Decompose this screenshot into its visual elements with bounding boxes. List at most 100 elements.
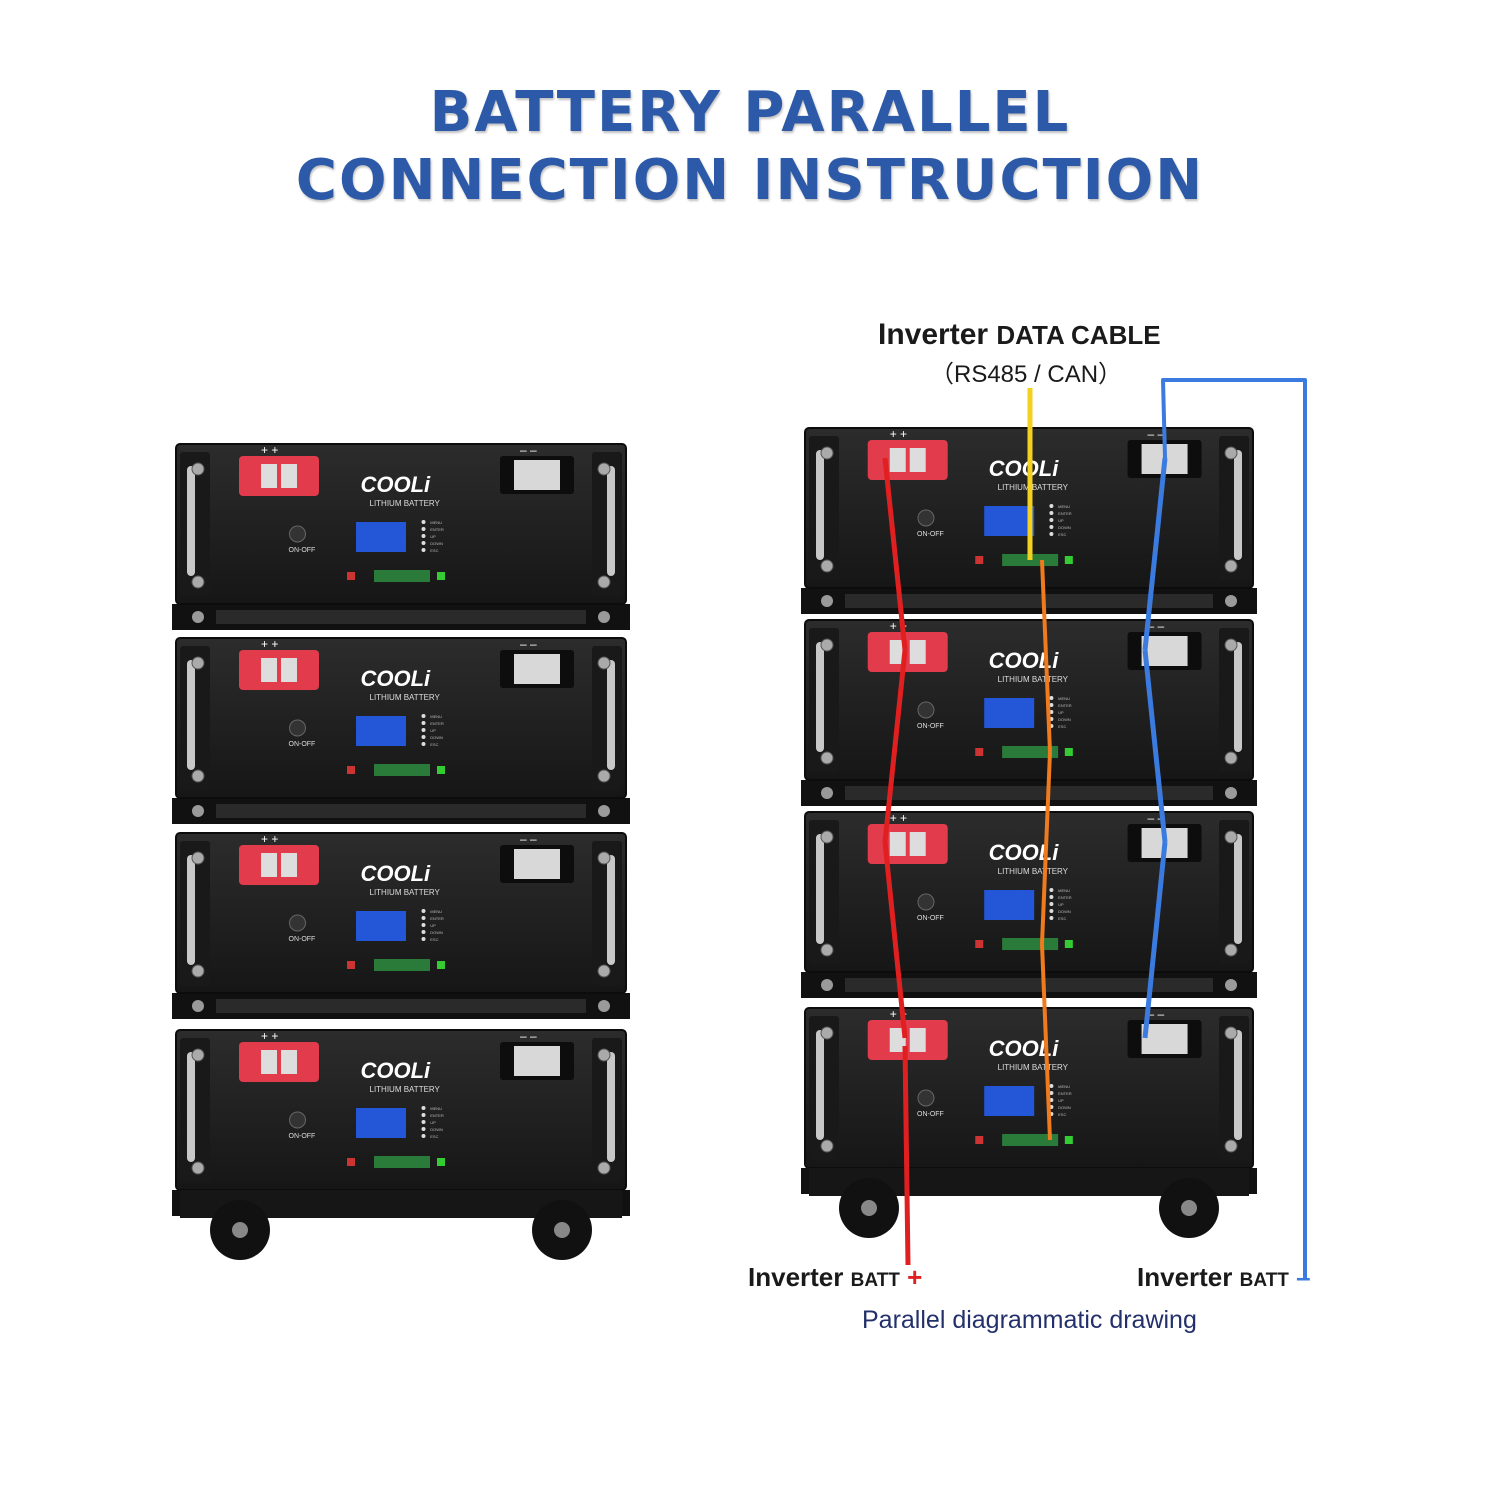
indicator-label: DOWN xyxy=(430,735,443,740)
indicator-led xyxy=(1049,902,1054,906)
positive-mark: + + xyxy=(261,1029,278,1043)
negative-mark: – – xyxy=(520,637,537,651)
comm-ports xyxy=(1002,938,1059,950)
screw xyxy=(1224,943,1238,957)
indicator-led xyxy=(1049,518,1054,522)
indicator-label: DOWN xyxy=(1058,1105,1071,1110)
brand-subtitle: LITHIUM BATTERY xyxy=(370,1085,441,1094)
switch-label: ON-OFF xyxy=(917,531,944,538)
handle-right xyxy=(607,660,615,770)
terminal-bolt xyxy=(281,1050,297,1074)
comm-ports xyxy=(374,570,430,582)
cables xyxy=(882,378,1307,1280)
rack-screw xyxy=(1225,787,1237,799)
screw xyxy=(1224,638,1238,652)
terminal-bolt xyxy=(281,658,297,682)
rack-screw xyxy=(598,611,610,623)
negative-terminal xyxy=(1141,636,1188,666)
rack-screw xyxy=(192,1000,204,1012)
indicator-led xyxy=(1049,909,1054,913)
screw xyxy=(597,462,611,476)
indicator-label: MENU xyxy=(1058,696,1070,701)
power-switch xyxy=(289,914,306,932)
dip-switch xyxy=(975,1136,984,1144)
brand-subtitle: LITHIUM BATTERY xyxy=(998,483,1069,492)
handle-right xyxy=(1234,642,1242,752)
brand-subtitle: LITHIUM BATTERY xyxy=(998,1063,1069,1072)
terminal-bolt xyxy=(889,448,906,472)
indicator-led xyxy=(1049,710,1054,714)
indicator-label: UP xyxy=(430,728,436,733)
negative-inverter-cable xyxy=(1161,378,1307,1280)
screw xyxy=(820,559,834,573)
data-cable-text: DATA CABLE xyxy=(996,320,1161,350)
screw xyxy=(191,656,205,670)
rack-screw xyxy=(598,805,610,817)
switch-label: ON-OFF xyxy=(917,723,944,730)
lcd-screen xyxy=(984,506,1035,536)
indicator-label: ESC xyxy=(430,742,438,747)
dip-switch xyxy=(347,961,355,969)
screw xyxy=(191,1161,205,1175)
indicator-led xyxy=(421,534,426,538)
indicator-led xyxy=(1049,511,1054,515)
indicator-led xyxy=(1049,703,1054,707)
indicator-label: ENTER xyxy=(430,1113,444,1118)
indicator-led xyxy=(421,714,426,718)
brand-logo: COOLi xyxy=(361,666,432,691)
diagram-caption: Parallel diagrammatic drawing xyxy=(862,1306,1197,1334)
indicator-label: UP xyxy=(430,923,436,928)
handle-left xyxy=(187,1052,195,1162)
terminal-bolt xyxy=(909,448,926,472)
handle-left xyxy=(816,834,824,944)
negative-mark: – – xyxy=(520,443,537,457)
brand-logo: COOLi xyxy=(989,648,1060,673)
lcd-screen xyxy=(356,1108,406,1138)
power-switch xyxy=(917,701,935,719)
indicator-led xyxy=(421,520,426,524)
switch-label: ON-OFF xyxy=(917,915,944,922)
indicator-led xyxy=(421,909,426,913)
dry-contact xyxy=(437,766,445,774)
screw xyxy=(191,964,205,978)
wheel-hub xyxy=(861,1200,877,1216)
dry-contact xyxy=(1064,556,1073,564)
lcd-screen xyxy=(356,716,406,746)
indicator-led xyxy=(421,735,426,739)
battery-data-link xyxy=(1040,943,1052,1141)
terminal-bolt xyxy=(909,640,926,664)
rack-shelf-inner xyxy=(845,978,1213,992)
indicator-label: UP xyxy=(1058,1098,1064,1103)
screw xyxy=(1224,830,1238,844)
terminal-bolt xyxy=(281,853,297,877)
handle-left xyxy=(816,642,824,752)
indicator-led xyxy=(421,548,426,552)
indicator-label: ESC xyxy=(1058,916,1066,921)
indicator-label: MENU xyxy=(430,714,442,719)
screw xyxy=(1224,751,1238,765)
indicator-label: ESC xyxy=(1058,1112,1066,1117)
negative-mark: – – xyxy=(1148,1007,1165,1021)
indicator-label: UP xyxy=(1058,518,1064,523)
indicator-label: MENU xyxy=(1058,888,1070,893)
indicator-led xyxy=(421,916,426,920)
screw xyxy=(191,462,205,476)
terminal-bolt xyxy=(281,464,297,488)
handle-right xyxy=(1234,834,1242,944)
indicator-label: UP xyxy=(430,1120,436,1125)
power-switch xyxy=(917,509,935,527)
indicator-label: ENTER xyxy=(1058,511,1072,516)
indicator-label: ENTER xyxy=(430,721,444,726)
handle-right xyxy=(1234,450,1242,560)
inverter-batt-negative-label: Inverter BATT – xyxy=(1137,1262,1311,1293)
negative-link-cable xyxy=(1142,841,1168,1039)
batt-pos-sign: + xyxy=(907,1262,923,1292)
brand-subtitle: LITHIUM BATTERY xyxy=(370,499,441,508)
brand-logo: COOLi xyxy=(989,1036,1060,1061)
indicator-label: DOWN xyxy=(430,541,443,546)
indicator-label: ENTER xyxy=(1058,703,1072,708)
terminal-bolt xyxy=(889,832,906,856)
